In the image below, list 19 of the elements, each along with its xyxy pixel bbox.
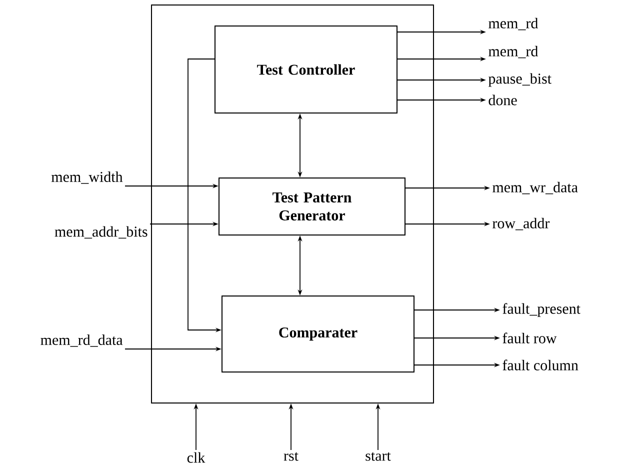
signal-label: mem_width xyxy=(51,171,123,184)
signal-label: start xyxy=(366,452,391,461)
process-box: Test Pattern Generator xyxy=(218,178,406,236)
signal-label: mem_addr_bits xyxy=(54,226,148,239)
signal-label: mem_rd xyxy=(488,18,538,30)
signal-label: mem_rd xyxy=(488,46,538,58)
signal-label: fault row xyxy=(502,332,557,344)
signal-label: fault column xyxy=(502,360,578,370)
process-box: Test Controller xyxy=(214,26,398,114)
signal-label: row_addr xyxy=(492,218,550,230)
signal-label: mem_rd_data xyxy=(40,334,123,347)
signal-label: done xyxy=(488,94,517,106)
module-box xyxy=(151,4,434,404)
signal-label: pause_bist xyxy=(488,73,552,87)
signal-label: fault_present xyxy=(502,303,580,317)
process-box: Comparater xyxy=(222,296,414,372)
signal-label: mem_wr_data xyxy=(492,182,578,194)
signal-label: rst xyxy=(284,452,298,461)
signal-label: clk xyxy=(187,452,206,463)
